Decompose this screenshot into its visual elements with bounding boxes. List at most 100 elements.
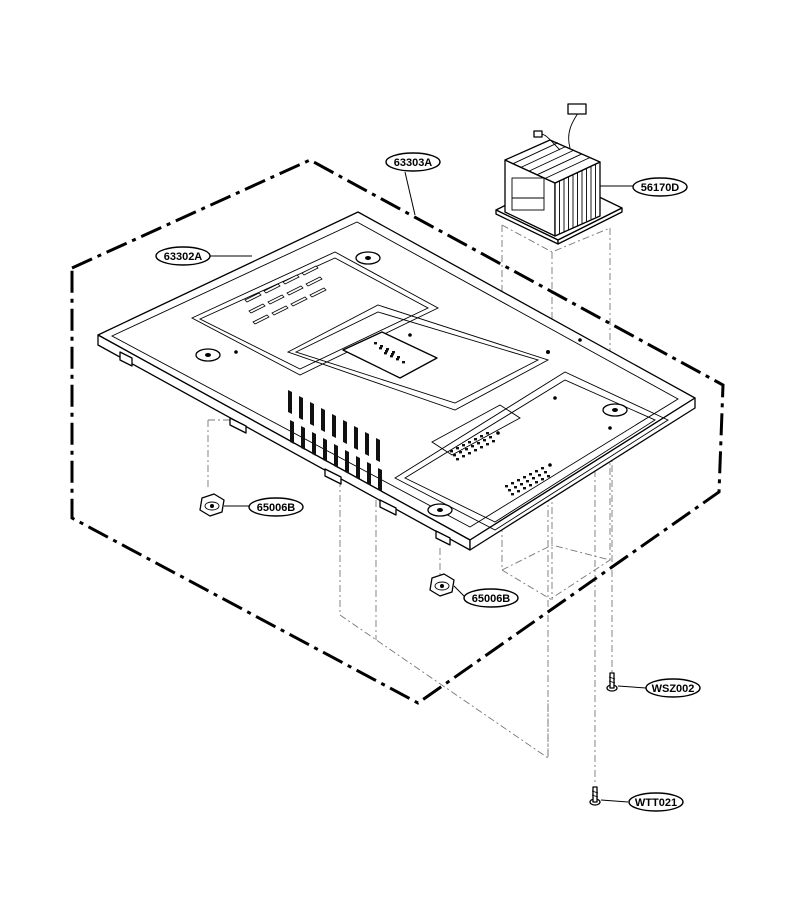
vent-hole (462, 455, 465, 458)
vent-slot (290, 420, 294, 444)
vent-slot (310, 402, 314, 426)
louver-slot (263, 283, 281, 294)
vent-hole (380, 345, 383, 348)
callout-56170D: 56170D (632, 177, 688, 197)
vent-hole (456, 447, 459, 450)
vent-slot (312, 432, 316, 456)
vent-hole (384, 352, 387, 355)
vent-hole (538, 474, 541, 477)
lamination-line (512, 142, 559, 165)
callout-label: 63302A (164, 251, 203, 263)
vent-hole (529, 473, 532, 476)
vent-hole (529, 484, 532, 487)
louver-slot (252, 314, 270, 325)
vent-slot (299, 396, 303, 420)
vent-hole (541, 478, 544, 481)
vent-hole (544, 471, 547, 474)
vent-hole (474, 449, 477, 452)
vent-slot (367, 462, 371, 486)
vent-slot (356, 456, 360, 480)
vent-hole (459, 451, 462, 454)
vent-hole (520, 483, 523, 486)
vent-hole (523, 487, 526, 490)
vent-hole (480, 446, 483, 449)
vent-hole (541, 467, 544, 470)
transformer (495, 103, 623, 245)
screw-lower (589, 786, 601, 806)
vent-hole (477, 442, 480, 445)
louver-slot (244, 292, 262, 303)
vent-hole (374, 342, 377, 345)
vent-hole (390, 355, 393, 358)
vent-hole (511, 482, 514, 485)
vent-hole (450, 450, 453, 453)
vent-hole (486, 443, 489, 446)
lamination-line (528, 149, 575, 172)
vent-hole (453, 454, 456, 457)
vent-hole (508, 489, 511, 492)
lamination-line (536, 153, 583, 176)
vent-slot (354, 426, 358, 450)
vent-hole (465, 448, 468, 451)
callout-WTT021: WTT021 (628, 792, 684, 812)
vent-hole (535, 470, 538, 473)
vent-slot (334, 444, 338, 468)
vent-hole (517, 490, 520, 493)
vent-hole (526, 480, 529, 483)
callout-65006B-right: 65006B (463, 588, 519, 608)
vent-hole (517, 479, 520, 482)
vent-slot (376, 438, 380, 462)
cabinet-outline (70, 158, 725, 705)
vent-hole (492, 440, 495, 443)
vent-slot (301, 426, 305, 450)
callout-label: WSZ002 (652, 683, 695, 695)
vent-hole (468, 452, 471, 455)
vent-hole (471, 445, 474, 448)
vent-hole (535, 481, 538, 484)
vent-hole (547, 475, 550, 478)
foot-left (199, 493, 225, 517)
vent-slots (244, 265, 550, 496)
callout-63302A: 63302A (155, 246, 211, 266)
louver-slot (282, 274, 300, 285)
callout-label: 63303A (394, 157, 433, 169)
callout-WSZ002: WSZ002 (645, 678, 701, 698)
louver-slot (301, 265, 319, 276)
vent-hole (396, 358, 399, 361)
vent-hole (392, 351, 395, 354)
louver-slot (286, 285, 304, 296)
vent-hole (386, 348, 389, 351)
callout-label: 65006B (472, 593, 511, 605)
vent-hole (391, 353, 394, 356)
vent-slot (345, 450, 349, 474)
vent-hole (480, 435, 483, 438)
vent-hole (456, 458, 459, 461)
louver-slot (271, 305, 289, 316)
callout-label: 65006B (257, 502, 296, 514)
louver-slot (267, 294, 285, 305)
lamination-line (544, 157, 591, 179)
callout-label: WTT021 (635, 797, 677, 809)
vent-hole (511, 493, 514, 496)
louver-slot (305, 276, 323, 287)
vent-slot (288, 390, 292, 414)
screw-upper (606, 672, 618, 692)
louver-slot (309, 287, 327, 298)
vent-slot (323, 438, 327, 462)
vent-slot (378, 468, 382, 492)
lamination-line (520, 145, 567, 168)
vent-hole (489, 436, 492, 439)
vent-hole (514, 486, 517, 489)
vent-hole (397, 356, 400, 359)
vent-slot (332, 414, 336, 438)
vent-hole (385, 350, 388, 353)
foot-right (429, 573, 455, 597)
vent-hole (402, 361, 405, 364)
vent-hole (474, 438, 477, 441)
vent-slot (343, 420, 347, 444)
vent-hole (468, 441, 471, 444)
callout-63303A: 63303A (385, 152, 441, 172)
louver-slot (248, 303, 266, 314)
phantom-lines (207, 224, 613, 785)
